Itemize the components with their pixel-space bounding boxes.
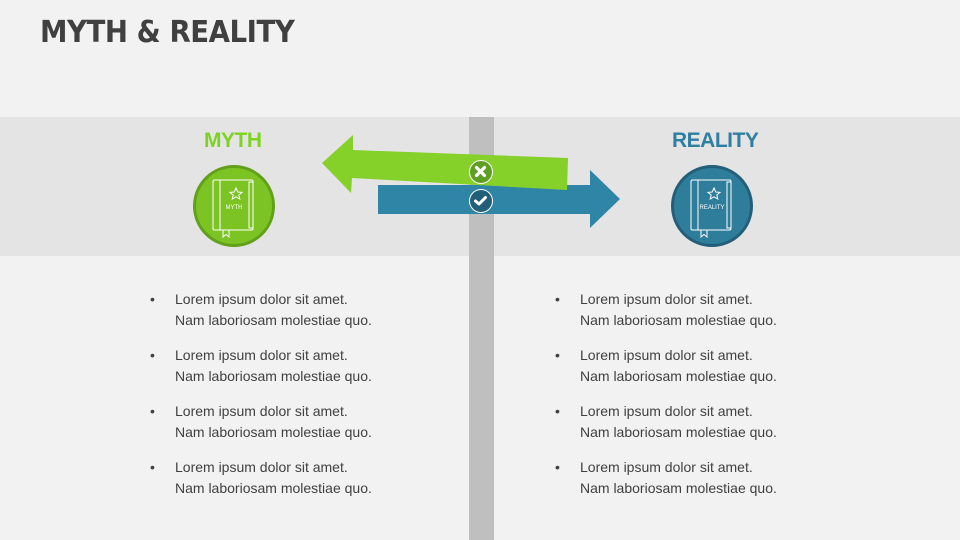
list-item: • Lorem ipsum dolor sit amet. Nam labori… [150, 347, 372, 384]
list-item: • Lorem ipsum dolor sit amet. Nam labori… [150, 291, 372, 328]
reality-book-icon: REALITY [671, 165, 753, 247]
page-title: MYTH & REALITY [40, 15, 295, 50]
bullet-icon: • [555, 459, 560, 475]
list-item: • Lorem ipsum dolor sit amet. Nam labori… [555, 403, 777, 440]
myth-bullet-list: • Lorem ipsum dolor sit amet. Nam labori… [150, 289, 430, 513]
reality-bullet-list: • Lorem ipsum dolor sit amet. Nam labori… [555, 289, 835, 513]
myth-book-label: MYTH [225, 205, 243, 211]
x-icon [469, 160, 493, 184]
myth-arrow-left [322, 135, 568, 193]
reality-heading: REALITY [672, 129, 759, 152]
list-item: • Lorem ipsum dolor sit amet. Nam labori… [555, 291, 777, 328]
bullet-icon: • [555, 403, 560, 419]
list-item: • Lorem ipsum dolor sit amet. Nam labori… [555, 459, 777, 496]
bullet-icon: • [555, 347, 560, 363]
myth-book-icon: MYTH [193, 165, 275, 247]
reality-arrow-right [378, 170, 620, 228]
myth-heading: MYTH [204, 129, 262, 152]
bullet-icon: • [555, 291, 560, 307]
list-item: • Lorem ipsum dolor sit amet. Nam labori… [555, 347, 777, 384]
bullet-icon: • [150, 291, 155, 307]
bullet-icon: • [150, 459, 155, 475]
list-item: • Lorem ipsum dolor sit amet. Nam labori… [150, 459, 372, 496]
reality-book-label: REALITY [699, 205, 725, 211]
bullet-icon: • [150, 347, 155, 363]
check-icon [469, 189, 493, 213]
bullet-icon: • [150, 403, 155, 419]
list-item: • Lorem ipsum dolor sit amet. Nam labori… [150, 403, 372, 440]
